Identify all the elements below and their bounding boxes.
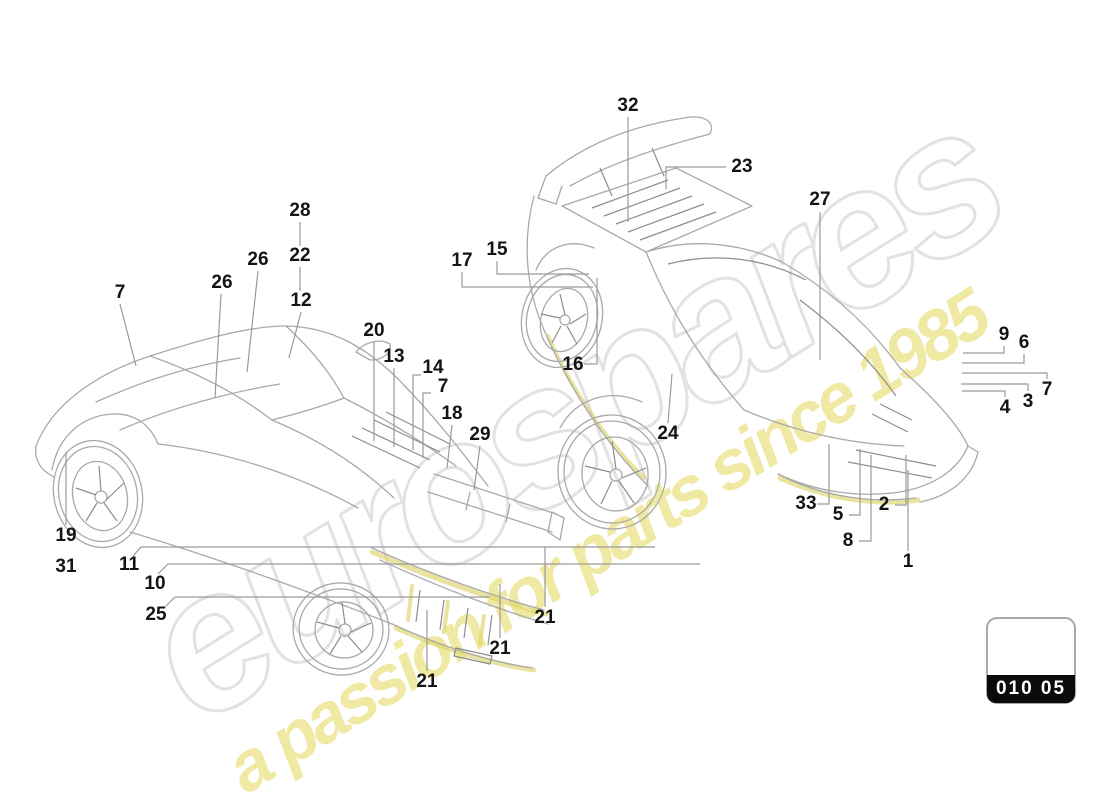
left-car-rear-view [34, 325, 565, 676]
part-number-label: 3 [1022, 391, 1034, 412]
leader-line [667, 373, 673, 424]
part-number-label: 7 [437, 376, 449, 397]
part-number-label: 21 [534, 607, 556, 628]
leader-line [963, 346, 1005, 354]
leader-line [412, 374, 421, 450]
page-code-bar: 010 05 [987, 675, 1075, 703]
highlight-rear-diffuser [393, 625, 537, 673]
right-car-rear-wheel [520, 267, 604, 369]
leader-line [246, 270, 259, 373]
part-number-label: 9 [998, 324, 1010, 345]
leader-line [214, 293, 222, 399]
leader-line [584, 278, 598, 365]
leader-line [473, 445, 481, 491]
leader-line [895, 455, 907, 506]
leader-line [461, 272, 593, 288]
part-number-label: 26 [211, 272, 233, 293]
part-number-label: 11 [118, 554, 140, 575]
highlight-sill [546, 334, 646, 480]
leader-line [665, 166, 726, 189]
part-number-label: 13 [383, 346, 405, 367]
part-number-label: 7 [1041, 379, 1053, 400]
part-number-label: 21 [489, 638, 511, 659]
part-number-label: 19 [55, 525, 77, 546]
part-number-label: 6 [1018, 332, 1030, 353]
leader-line [496, 261, 589, 275]
leader-line [157, 563, 700, 575]
part-number-label: 1 [902, 551, 914, 572]
part-number-label: 17 [451, 250, 473, 271]
right-car-front-wheel [557, 414, 667, 530]
part-number-label: 25 [145, 604, 167, 625]
leader-line [422, 392, 431, 458]
part-number-label: 27 [809, 189, 831, 210]
highlight-grille-fins [406, 584, 486, 646]
leader-line [962, 390, 1006, 397]
leader-line [859, 455, 872, 542]
part-number-label: 28 [289, 200, 311, 221]
leader-line [961, 383, 1029, 391]
leader-line [288, 311, 302, 359]
part-number-label: 21 [416, 671, 438, 692]
page-code-badge: 010 05 [986, 617, 1076, 704]
leader-line [962, 354, 1025, 364]
part-number-label: 16 [562, 354, 584, 375]
leader-lines [65, 117, 1048, 671]
highlight-taillight-strip [369, 549, 549, 617]
highlight-front-splitter [777, 475, 921, 505]
leader-line [165, 596, 490, 607]
leader-line [446, 424, 453, 469]
part-number-label: 2 [878, 494, 890, 515]
leader-line [119, 303, 137, 367]
part-number-label: 20 [363, 320, 385, 341]
part-number-label: 24 [657, 423, 679, 444]
part-number-label: 18 [441, 403, 463, 424]
right-car-front-view [520, 116, 979, 530]
leader-line [132, 546, 655, 557]
part-number-label: 31 [55, 556, 77, 577]
part-number-label: 10 [144, 573, 166, 594]
part-number-label: 4 [999, 397, 1011, 418]
part-number-label: 29 [469, 424, 491, 445]
part-number-label: 12 [290, 290, 312, 311]
left-car-rear-wheel [292, 582, 390, 676]
part-number-label: 7 [114, 282, 126, 303]
leader-line [962, 372, 1048, 379]
part-number-label: 32 [617, 95, 639, 116]
part-number-label: 26 [247, 249, 269, 270]
page-code-text: 010 05 [995, 678, 1067, 699]
part-number-label: 8 [842, 530, 854, 551]
part-number-label: 15 [486, 239, 508, 260]
part-number-label: 33 [795, 493, 817, 514]
part-number-label: 5 [832, 504, 844, 525]
left-car-front-wheel [52, 439, 144, 549]
leader-line [817, 444, 830, 505]
part-number-label: 23 [731, 156, 753, 177]
part-number-label: 14 [422, 357, 444, 378]
leader-line [849, 449, 861, 516]
part-number-label: 22 [289, 245, 311, 266]
